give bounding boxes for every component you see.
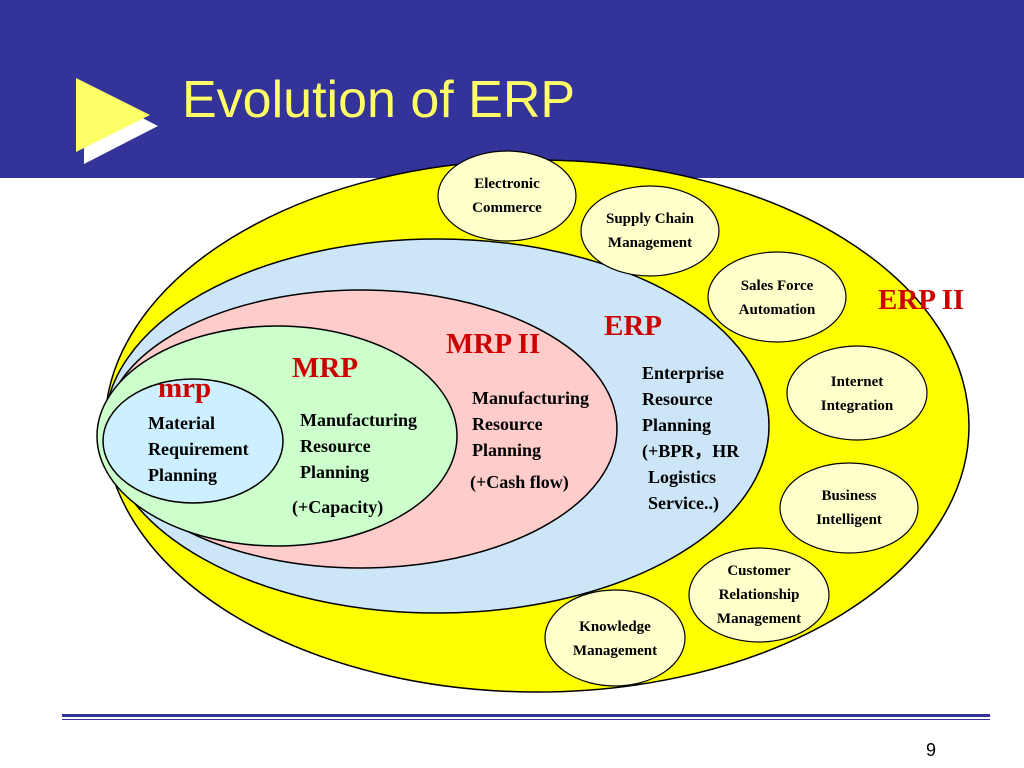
bubble-label-sales-force: Sales Force Automation (722, 274, 832, 322)
erp-line: Resource (642, 389, 713, 409)
mrp2-line: Resource (472, 414, 543, 434)
bubble-electronic-commerce (437, 150, 577, 242)
mrp-small-line: Material (148, 413, 215, 433)
bubble-label-knowledge: Knowledge Management (555, 615, 675, 663)
erp-heading: ERP (604, 310, 662, 342)
bubble-knowledge (544, 589, 686, 687)
mrp-small-description: Material Requirement Planning (148, 410, 249, 488)
erp-line: Planning (642, 415, 712, 435)
erp-line: Enterprise (642, 363, 724, 383)
bubble-line: Business (821, 488, 877, 504)
bubble-line: Supply Chain (606, 211, 694, 227)
bubble-line: Automation (738, 302, 816, 318)
bubble-line: Sales Force (740, 278, 814, 294)
bubble-shapes (437, 150, 928, 687)
page-number: 9 (926, 740, 937, 760)
mrp-capacity: (+Capacity) (292, 497, 384, 517)
bubble-supply-chain (580, 185, 720, 277)
bubble-label-internet: Internet Integration (802, 370, 912, 418)
slide-title: Evolution of ERP (182, 71, 576, 129)
erp-description: Enterprise Resource Planning (+BPR，HR Lo… (642, 360, 739, 516)
mrp-small-line: Requirement (148, 439, 249, 459)
mrp2-description: Manufacturing Resource Planning (472, 385, 589, 463)
bubble-line: Intelligent (816, 512, 882, 528)
erp-line: (+BPR，HR (642, 441, 740, 461)
play-arrow-icon (66, 70, 166, 170)
title-bar (0, 0, 1024, 178)
bubble-internet (786, 345, 928, 441)
mrp-small-heading: mrp (158, 372, 212, 404)
mrp-line: Manufacturing (300, 410, 417, 430)
bubble-line: Relationship (718, 587, 800, 603)
mrp-small-layer (102, 378, 284, 504)
mrp-line: Planning (300, 462, 370, 482)
mrp2-cash-flow: (+Cash flow) (470, 472, 569, 492)
bubble-line: Management (716, 611, 802, 627)
bubble-line: Internet (830, 374, 884, 390)
bubble-line: Management (607, 235, 693, 251)
bubble-line: Commerce (472, 200, 542, 216)
bubble-line: Electronic (474, 176, 540, 192)
bubble-line: Knowledge (579, 619, 651, 635)
mrp-small-line: Planning (148, 465, 218, 485)
erp2-heading: ERP II (878, 284, 965, 316)
mrp-line: Resource (300, 436, 371, 456)
footer-divider-thin (62, 719, 990, 720)
bubble-line: Customer (727, 563, 791, 579)
mrp-description: Manufacturing Resource Planning (300, 407, 417, 485)
footer-divider (62, 714, 990, 717)
mrp2-line: Planning (472, 440, 542, 460)
bubble-label-business: Business Intelligent (794, 484, 904, 532)
bubble-line: Management (572, 643, 658, 659)
mrp2-line: Manufacturing (472, 388, 589, 408)
bubble-line: Integration (820, 398, 894, 414)
erp-line: Service..) (648, 493, 719, 513)
bubble-label-crm: Customer Relationship Management (699, 559, 819, 631)
mrp-heading: MRP (292, 352, 359, 384)
bubble-sales-force (707, 251, 847, 343)
bubble-label-electronic-commerce: Electronic Commerce (457, 172, 557, 220)
erp-line: Logistics (648, 467, 717, 487)
bubble-label-supply-chain: Supply Chain Management (595, 207, 705, 255)
bubble-business (779, 462, 919, 554)
bubble-crm (688, 547, 830, 643)
mrp2-heading: MRP II (446, 328, 541, 360)
